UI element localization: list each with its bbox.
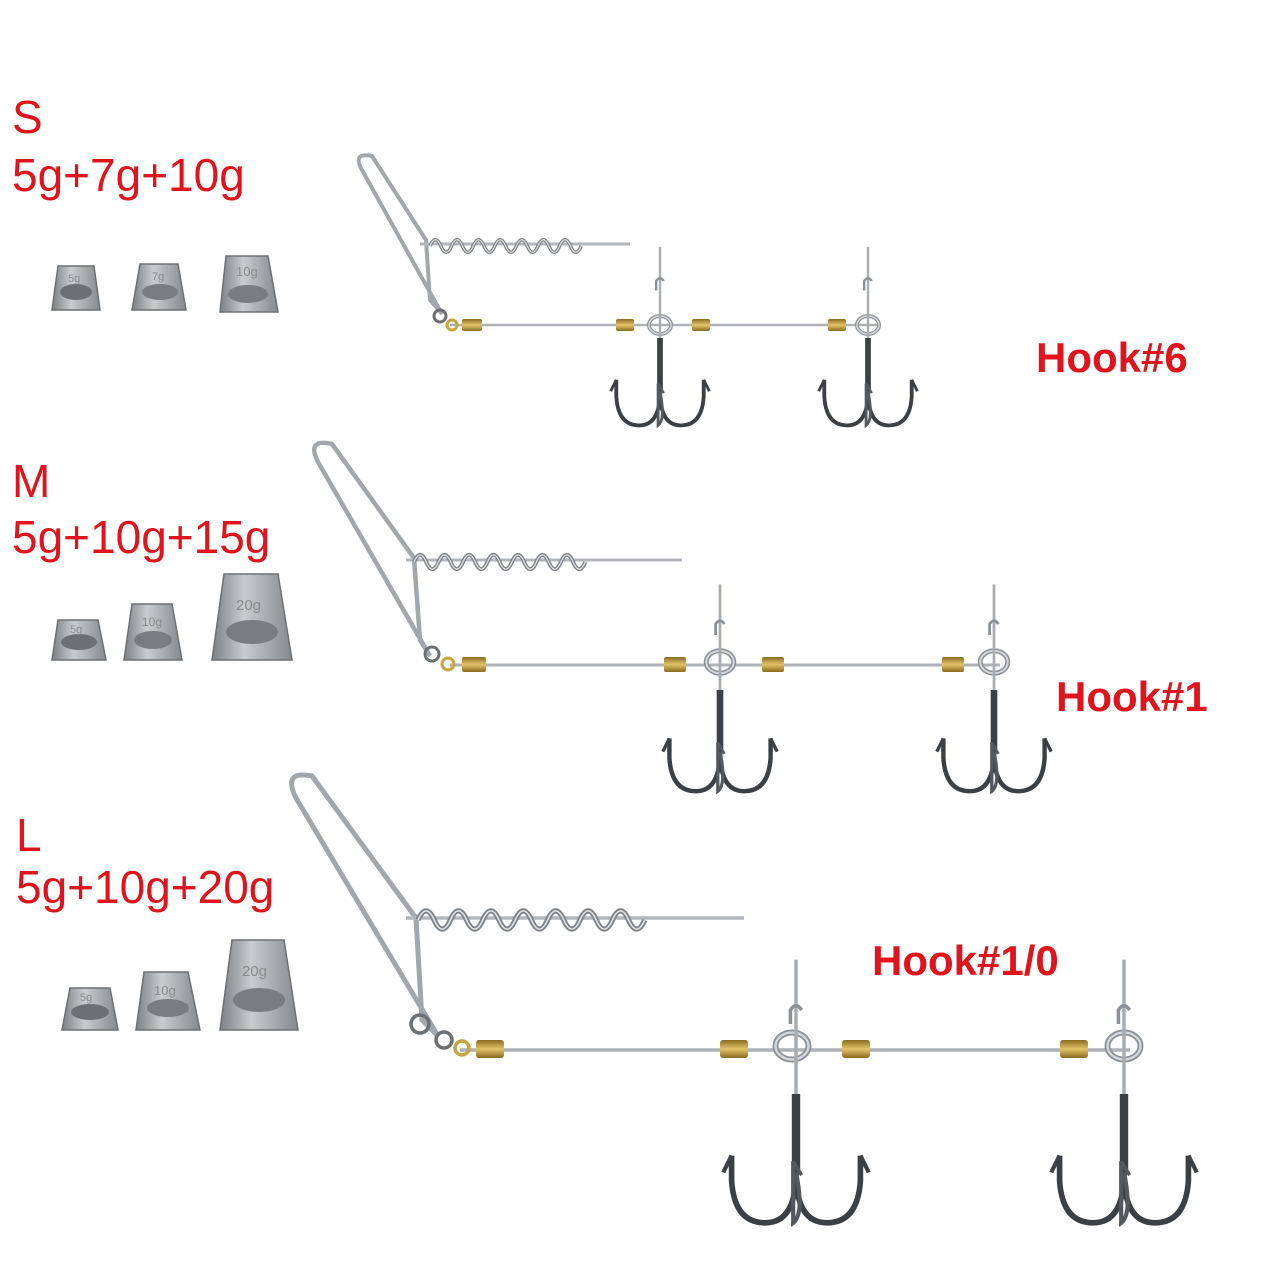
- sinker-l-3: 20g: [219, 939, 299, 1031]
- coil-spring-m: [414, 555, 585, 569]
- sinker-m-1: 5g: [51, 619, 107, 661]
- size-label-s: S: [12, 91, 43, 143]
- sinker-m-2: 10g: [123, 603, 183, 661]
- treble-hook-s-2: [816, 244, 920, 428]
- coil-spring-l: [418, 911, 645, 929]
- weights-label-m: 5g+10g+15g: [12, 511, 271, 563]
- hook-label-s: Hook#6: [1036, 334, 1188, 381]
- sinker-stamp: 5g: [80, 992, 92, 1004]
- size-label-l: L: [16, 809, 42, 861]
- sinker-l-1: 5g: [61, 987, 119, 1031]
- snap-m: [312, 440, 432, 658]
- sinker-s-1: 5g: [51, 265, 101, 311]
- size-label-m: M: [12, 455, 51, 507]
- hook-label-l: Hook#1/0: [872, 937, 1059, 984]
- hook-label-m: Hook#1: [1056, 673, 1208, 720]
- treble-hook-l-1: [723, 960, 869, 1223]
- sinker-l-2: 10g: [135, 971, 201, 1031]
- treble-hook-l-2: [1051, 960, 1197, 1223]
- treble-hook-m-2: [937, 584, 1051, 791]
- snap-l: [289, 772, 441, 1038]
- weights-label-l: 5g+10g+20g: [16, 861, 275, 913]
- sinker-stamp: 20g: [242, 963, 267, 980]
- treble-hook-s-1: [608, 244, 712, 428]
- sinker-stamp: 10g: [154, 983, 176, 998]
- rig-medium: 5g 10g 20g: [51, 440, 1051, 791]
- sinker-m-3: 20g: [211, 573, 293, 661]
- sinker-stamp: 10g: [236, 264, 258, 279]
- coil-spring-s: [428, 237, 584, 255]
- sinker-stamp: 5g: [70, 624, 82, 636]
- snap-s: [356, 153, 444, 316]
- sinker-stamp: 10g: [142, 615, 162, 629]
- sinker-s-3: 10g: [219, 255, 279, 313]
- sinker-stamp: 5g: [68, 273, 80, 285]
- weights-label-s: 5g+7g+10g: [12, 149, 245, 201]
- rig-small: 5g 7g 10g: [51, 153, 920, 428]
- treble-hook-m-1: [663, 584, 777, 791]
- rig-large: 5g 10g 20g: [61, 772, 1197, 1223]
- sinker-stamp: 20g: [236, 597, 261, 614]
- sinker-stamp: 7g: [152, 271, 164, 283]
- sinker-s-2: 7g: [131, 263, 187, 311]
